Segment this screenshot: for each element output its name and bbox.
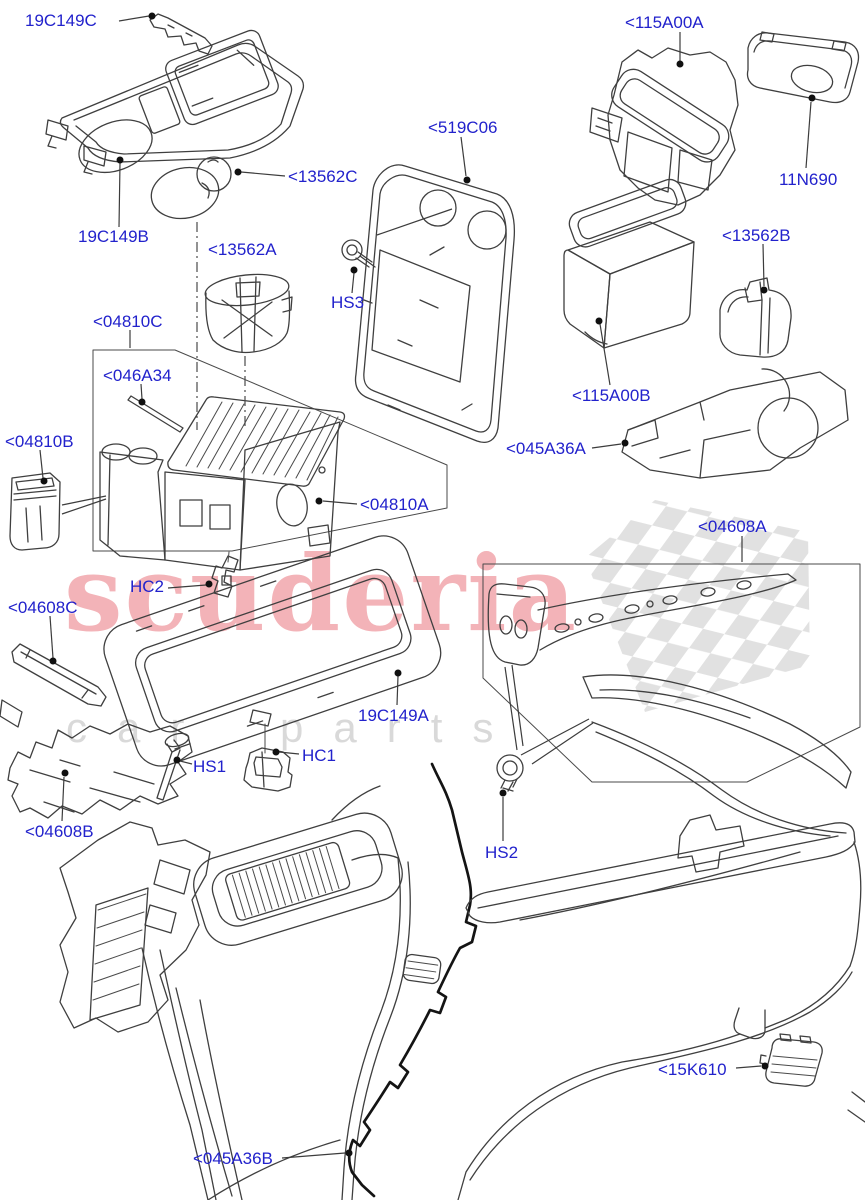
label-04810B[interactable]: <04810B <box>5 432 74 451</box>
label-115A00B[interactable]: <115A00B <box>572 386 651 405</box>
part-drawing-04608C <box>0 643 107 728</box>
part-drawing-13562C <box>150 156 232 220</box>
part-drawing-04810B <box>9 472 61 551</box>
part-drawing-console-assembly <box>59 785 442 1200</box>
kit-box-04810 <box>92 349 448 552</box>
label-11N690[interactable]: 11N690 <box>779 170 837 189</box>
leader-dots <box>40 12 816 1157</box>
label-13562B[interactable]: <13562B <box>722 226 791 245</box>
part-drawing-11N690 <box>746 31 860 104</box>
arrow-04810B <box>61 495 107 515</box>
label-HS1[interactable]: HS1 <box>193 757 226 776</box>
label-HC2[interactable]: HC2 <box>130 577 164 596</box>
label-HS2[interactable]: HS2 <box>485 843 518 862</box>
part-drawing-13562B <box>719 277 792 358</box>
label-13562A[interactable]: <13562A <box>208 240 277 259</box>
watermark-title: scuderia <box>64 532 578 655</box>
part-drawing-19C149A <box>103 535 442 767</box>
label-HC1[interactable]: HC1 <box>302 746 336 765</box>
label-04810A[interactable]: <04810A <box>360 495 429 514</box>
label-13562C[interactable]: <13562C <box>288 167 357 186</box>
watermark-checkered-flag <box>585 500 810 712</box>
label-519C06[interactable]: <519C06 <box>428 118 497 137</box>
part-drawing-046A34 <box>127 395 184 433</box>
label-19C149B[interactable]: 19C149B <box>78 227 149 246</box>
part-drawing-lower-trim-band <box>582 674 852 789</box>
label-19C149A[interactable]: 19C149A <box>358 706 430 725</box>
part-labels: 19C149C <115A00A 11N690 <519C06 <13562C … <box>5 11 837 1168</box>
label-045A36A[interactable]: <045A36A <box>506 439 587 458</box>
part-drawing-15K610 <box>759 1033 823 1087</box>
label-04810C[interactable]: <04810C <box>93 312 162 331</box>
part-drawing-HC2 <box>211 555 239 598</box>
part-drawing-19C149B <box>45 29 305 175</box>
part-drawing-HS3-screw <box>341 239 376 268</box>
label-15K610[interactable]: <15K610 <box>658 1060 727 1079</box>
label-115A00A[interactable]: <115A00A <box>625 13 704 32</box>
label-04608A[interactable]: <04608A <box>698 517 767 536</box>
part-drawing-04810A <box>99 396 346 571</box>
label-045A36B[interactable]: <045A36B <box>193 1149 273 1168</box>
part-drawing-045A36A <box>621 368 849 479</box>
part-drawing-115A00B <box>563 178 695 349</box>
part-drawing-13562A <box>204 273 293 354</box>
leader-lines <box>39 15 812 1159</box>
hc2-link-line <box>227 551 230 563</box>
part-drawing-HS2-screw <box>496 754 524 792</box>
label-04608B[interactable]: <04608B <box>25 822 94 841</box>
hs2-locator-lines <box>504 664 594 765</box>
part-drawing-04608B <box>7 723 193 819</box>
part-drawing-045A36B <box>347 721 865 1200</box>
label-04608C[interactable]: <04608C <box>8 598 77 617</box>
label-046A34[interactable]: <046A34 <box>103 366 172 385</box>
label-HS3[interactable]: HS3 <box>331 293 364 312</box>
part-drawing-19C149C <box>149 13 213 55</box>
part-drawing-115A00A <box>589 47 739 206</box>
projection-lines <box>196 222 246 430</box>
part-drawing-HC1 <box>243 747 293 792</box>
part-drawing-519C06 <box>354 164 516 443</box>
part-drawing-04608A <box>487 573 797 666</box>
kit-box-04608A <box>482 563 861 783</box>
hs3-pointer-line <box>376 208 453 236</box>
label-19C149C[interactable]: 19C149C <box>25 11 97 30</box>
